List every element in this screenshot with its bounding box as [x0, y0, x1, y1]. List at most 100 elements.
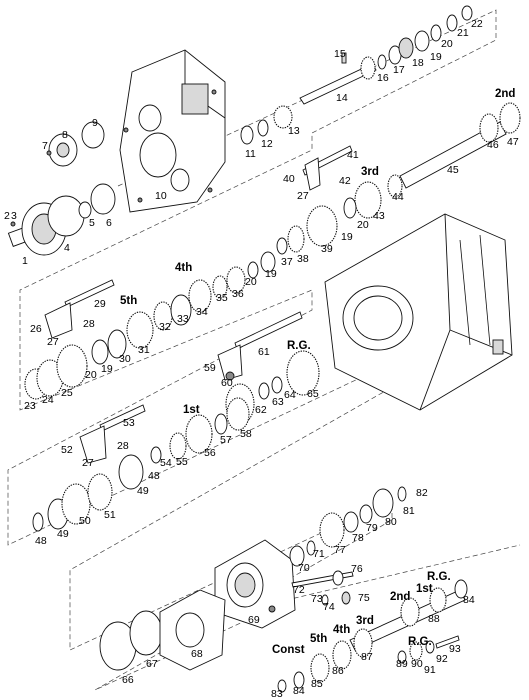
- callout-46: 46: [487, 139, 499, 151]
- callout-88: 88: [428, 613, 440, 625]
- callout-42: 42: [339, 175, 351, 187]
- callout-49: 49: [137, 485, 149, 497]
- gear-label-4th: 4th: [333, 624, 350, 636]
- callout-27: 27: [82, 457, 94, 469]
- callout-38: 38: [297, 253, 309, 265]
- assembly-boundary: [7, 9, 521, 691]
- callout-48: 48: [148, 470, 160, 482]
- callout-44: 44: [392, 191, 404, 203]
- callout-19: 19: [341, 231, 353, 243]
- callout-54: 54: [160, 457, 172, 469]
- callout-20: 20: [441, 38, 453, 50]
- rear-covers: [99, 589, 226, 671]
- lower-countershaft: [277, 579, 468, 693]
- callout-26: 26: [30, 323, 42, 335]
- callout-39: 39: [321, 243, 333, 255]
- callout-28: 28: [117, 440, 129, 452]
- callout-34: 34: [196, 306, 208, 318]
- callout-45: 45: [447, 164, 459, 176]
- callout-47: 47: [507, 136, 519, 148]
- callout-85: 85: [311, 678, 323, 690]
- callout-6: 6: [106, 217, 112, 229]
- gear-label-2nd: 2nd: [495, 88, 515, 100]
- callout-91: 91: [424, 664, 436, 676]
- callout-31: 31: [138, 344, 150, 356]
- callout-14: 14: [336, 92, 348, 104]
- callout-20: 20: [357, 219, 369, 231]
- main-case: [324, 213, 513, 411]
- callout-86: 86: [332, 665, 344, 677]
- fourth-fifth-section: [24, 251, 276, 400]
- gear-label-3rd: 3rd: [361, 166, 379, 178]
- callout-80: 80: [385, 516, 397, 528]
- callout-55: 55: [176, 456, 188, 468]
- rear-housing: [214, 486, 407, 629]
- callout-10: 10: [155, 190, 167, 202]
- callout-22: 22: [471, 18, 483, 30]
- callout-28: 28: [83, 318, 95, 330]
- callout-59: 59: [204, 362, 216, 374]
- callout-82: 82: [416, 487, 428, 499]
- callout-51: 51: [104, 509, 116, 521]
- callout-23: 23: [24, 400, 36, 412]
- callout-9: 9: [92, 117, 98, 129]
- callout-19: 19: [101, 363, 113, 375]
- gear-label-2nd: 2nd: [390, 591, 410, 603]
- callout-30: 30: [119, 353, 131, 365]
- callout-56: 56: [204, 447, 216, 459]
- callout-62: 62: [255, 404, 267, 416]
- callout-74: 74: [323, 601, 335, 613]
- callout-7: 7: [42, 140, 48, 152]
- callout-58: 58: [240, 428, 252, 440]
- callout-93: 93: [449, 643, 461, 655]
- callout-40: 40: [283, 173, 295, 185]
- callout-8: 8: [62, 129, 68, 141]
- callout-75: 75: [358, 592, 370, 604]
- callout-60: 60: [221, 377, 233, 389]
- callout-27: 27: [47, 336, 59, 348]
- callout-20: 20: [85, 369, 97, 381]
- callout-89: 89: [396, 658, 408, 670]
- gear-label-const: Const: [272, 644, 305, 656]
- callout-69: 69: [248, 614, 260, 626]
- callout-3: 3: [11, 210, 17, 222]
- callout-50: 50: [79, 515, 91, 527]
- callout-78: 78: [352, 532, 364, 544]
- callout-25: 25: [61, 387, 73, 399]
- callout-17: 17: [393, 64, 405, 76]
- callout-63: 63: [272, 396, 284, 408]
- callout-64: 64: [284, 389, 296, 401]
- callout-79: 79: [366, 522, 378, 534]
- input-shaft-assembly: [7, 121, 116, 256]
- callout-92: 92: [436, 653, 448, 665]
- callout-41: 41: [347, 149, 359, 161]
- mainshaft-assembly: [240, 5, 473, 145]
- callout-53: 53: [123, 417, 135, 429]
- gear-label-4th: 4th: [175, 262, 192, 274]
- callout-20: 20: [245, 276, 257, 288]
- callout-83: 83: [271, 688, 283, 700]
- callout-19: 19: [265, 268, 277, 280]
- callout-72: 72: [293, 584, 305, 596]
- callout-90: 90: [411, 658, 423, 670]
- callout-4: 4: [64, 242, 70, 254]
- gear-label-rg: R.G.: [287, 340, 311, 352]
- callout-18: 18: [412, 57, 424, 69]
- callout-5: 5: [89, 217, 95, 229]
- callout-35: 35: [216, 292, 228, 304]
- callout-67: 67: [146, 658, 158, 670]
- callout-21: 21: [457, 27, 469, 39]
- callout-19: 19: [430, 51, 442, 63]
- callout-77: 77: [334, 544, 346, 556]
- callout-73: 73: [311, 593, 323, 605]
- callout-81: 81: [403, 505, 415, 517]
- callout-13: 13: [288, 125, 300, 137]
- callout-11: 11: [245, 148, 256, 160]
- callout-71: 71: [313, 548, 325, 560]
- callout-52: 52: [61, 444, 73, 456]
- callout-43: 43: [373, 210, 385, 222]
- callout-70: 70: [298, 562, 310, 574]
